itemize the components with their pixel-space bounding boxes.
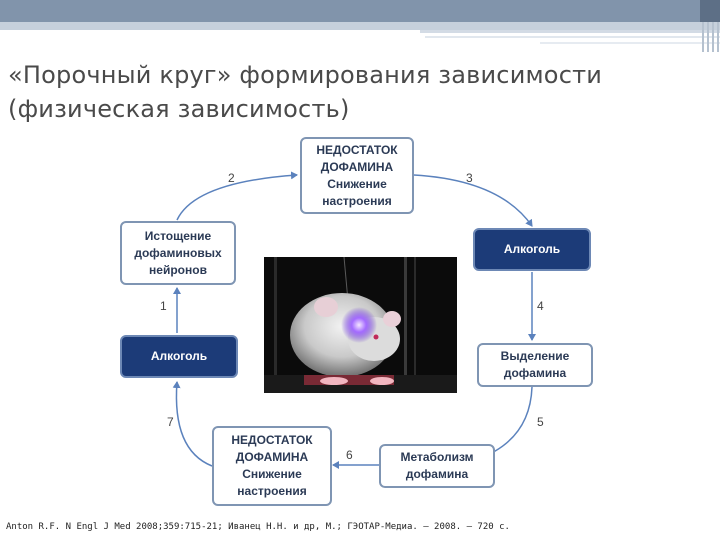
step-number: 2 <box>228 171 235 185</box>
step-number: 6 <box>346 448 353 462</box>
deficit-box-top: НЕДОСТАТОК ДОФАМИНА Снижение настроения <box>300 137 414 214</box>
dopamine-release-box: Выделение дофамина <box>477 343 593 387</box>
step-number: 4 <box>537 299 544 313</box>
neuron-depletion-box: Истощение дофаминовых нейронов <box>120 221 236 285</box>
step-number: 5 <box>537 415 544 429</box>
step-number: 3 <box>466 171 473 185</box>
lab-rat-photo <box>264 257 457 393</box>
alcohol-box-right: Алкоголь <box>473 228 591 271</box>
deficit-box-bottom: НЕДОСТАТОК ДОФАМИНА Снижение настроения <box>212 426 332 506</box>
arrow-step-2 <box>177 175 297 220</box>
dopamine-metabolism-box: Метаболизм дофамина <box>379 444 495 488</box>
arrow-step-7 <box>176 382 212 466</box>
alcohol-box-left: Алкоголь <box>120 335 238 378</box>
step-number: 1 <box>160 299 167 313</box>
step-number: 7 <box>167 415 174 429</box>
arrow-step-3 <box>414 175 532 226</box>
citation-footer: Anton R.F. N Engl J Med 2008;359:715-21;… <box>6 522 510 532</box>
